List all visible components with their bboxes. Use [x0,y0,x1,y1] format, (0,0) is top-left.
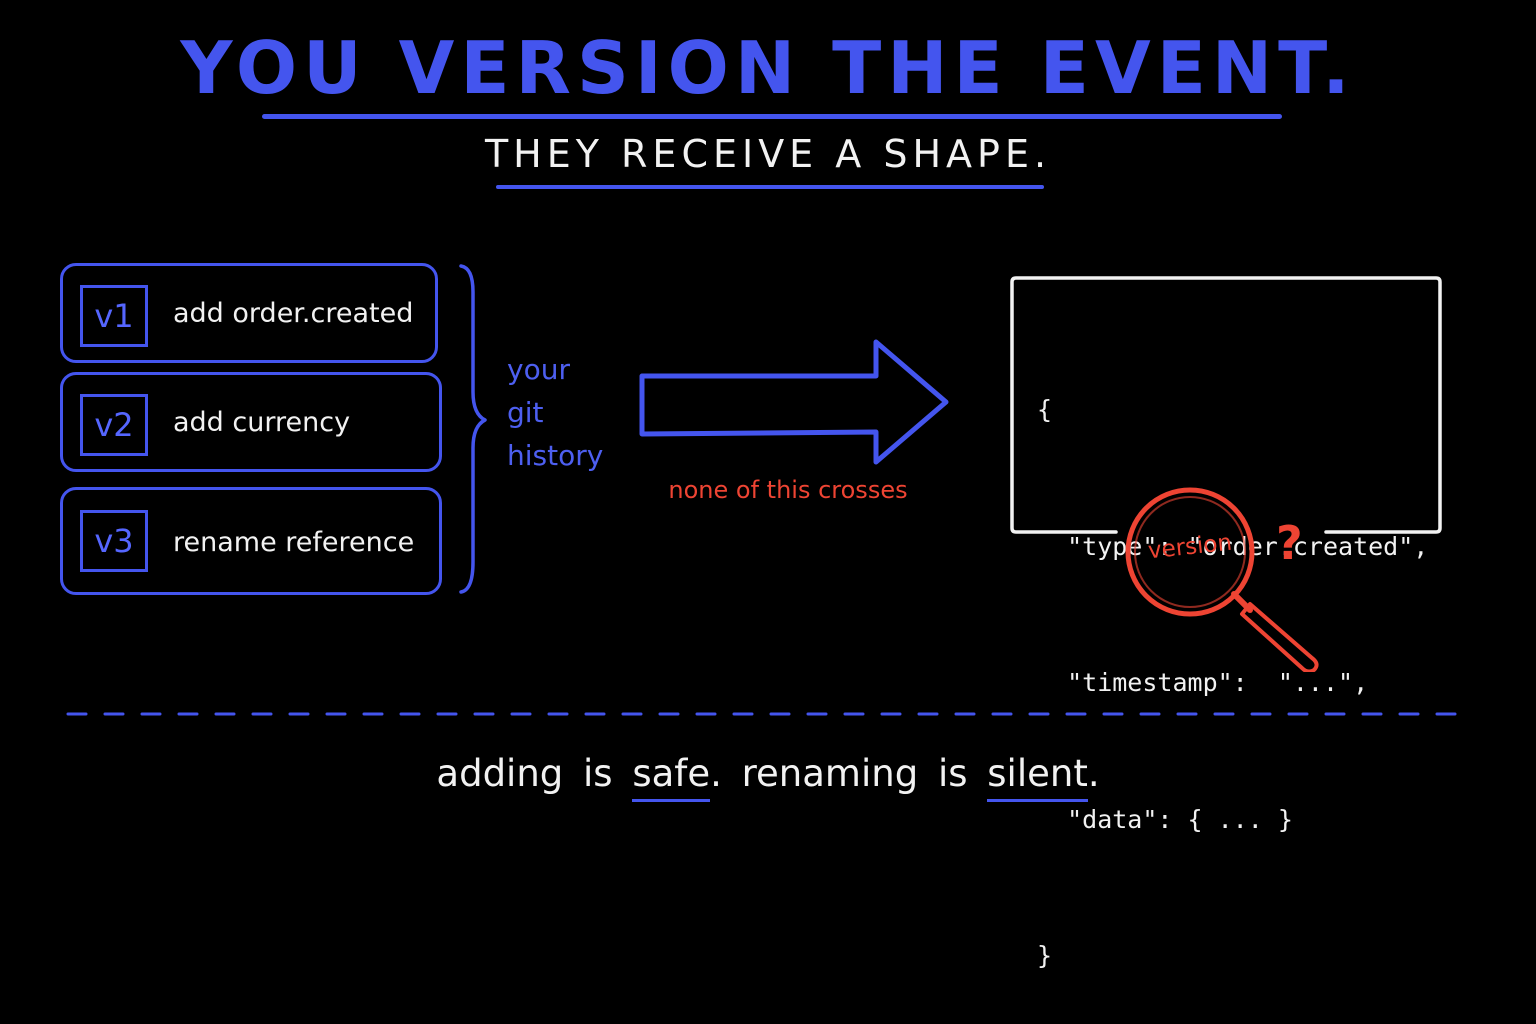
version-row-v3: v3 rename reference [60,487,442,595]
title: YOU VERSION THE EVENT. [180,26,1356,110]
version-badge: v2 [80,394,148,456]
code-line: "data": { ... } [1037,804,1293,834]
history-brace [459,264,487,594]
version-badge: v1 [80,285,148,347]
version-row-v2: v2 add currency [60,372,442,472]
footer-silent: silent [987,753,1088,802]
version-text: rename reference [173,526,415,558]
footer-statement: adding is safe. renaming is silent. [0,752,1536,802]
code-line: "type": "order.created", [1037,531,1429,561]
dashed-divider [66,712,1462,716]
right-arrow-icon [639,339,949,465]
footer-safe: safe [632,753,711,802]
magnifier-icon [1125,487,1319,672]
version-row-v1: v1 add order.created [60,263,438,363]
payload-code: { "type": "order.created", "timestamp": … [1037,296,1428,1024]
git-history-label: your git history [507,348,617,477]
git-history-label-line: history [507,439,604,472]
arrow-note: none of this crosses [668,476,908,504]
code-line: { [1037,395,1053,424]
subtitle-underline [496,185,1044,189]
version-text: add currency [173,406,351,438]
question-mark: ? [1276,516,1303,570]
payload-box [1010,276,1442,534]
footer-text: . [1087,752,1100,795]
code-line: } [1037,941,1053,970]
git-history-label-line: git [507,396,544,429]
version-text: add order.created [173,297,414,329]
title-underline [262,114,1282,119]
footer-text: . renaming is [710,752,968,795]
footer-text: adding is [436,752,613,795]
git-history-label-line: your [507,353,570,386]
subtitle: THEY RECEIVE A SHAPE. [484,132,1052,176]
code-line: "timestamp": "...", [1037,668,1369,697]
version-badge: v3 [80,510,148,572]
